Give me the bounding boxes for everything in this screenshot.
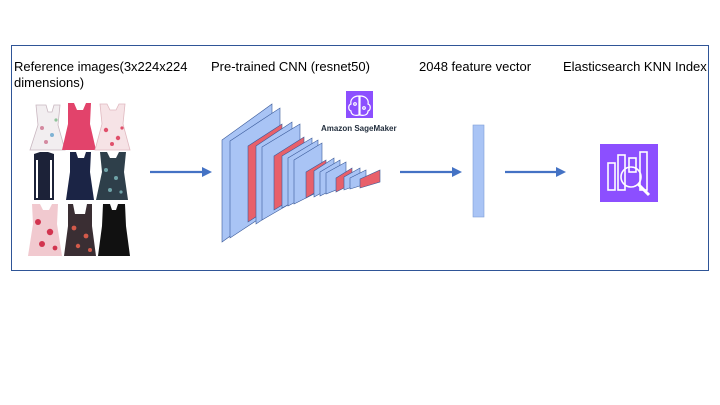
reference-images-label: Reference images(3x224x224 dimensions) bbox=[14, 59, 188, 90]
arrow-images-to-cnn bbox=[150, 167, 212, 177]
feature-vector-bar bbox=[472, 124, 485, 218]
flow-arrows bbox=[150, 167, 566, 177]
dress-teal-print-icon bbox=[96, 152, 128, 200]
pipeline-frame bbox=[11, 45, 709, 271]
dress-pink-icon bbox=[62, 103, 96, 150]
dress-dark-floral-icon bbox=[64, 204, 96, 256]
dress-floral-white-icon bbox=[29, 104, 66, 151]
elasticsearch-label: Elasticsearch KNN Index bbox=[563, 59, 707, 74]
dress-navy-icon bbox=[66, 152, 94, 200]
sagemaker-label: Amazon SageMaker bbox=[321, 124, 397, 133]
feature-vector-label: 2048 feature vector bbox=[419, 59, 532, 74]
dress-navy-stripe-icon bbox=[34, 152, 54, 200]
arrow-vector-to-index bbox=[505, 167, 566, 177]
dress-floral-pink-icon bbox=[94, 103, 131, 151]
cnn-layer-red bbox=[359, 169, 381, 189]
cnn-layer-stack bbox=[221, 103, 381, 243]
cnn-label: Pre-trained CNN (resnet50) bbox=[211, 59, 370, 74]
dress-black-icon bbox=[98, 204, 130, 256]
reference-images-grid bbox=[28, 103, 131, 256]
sagemaker-brain-icon bbox=[346, 91, 373, 118]
arrow-cnn-to-vector bbox=[400, 167, 462, 177]
magnifier-bar-icon bbox=[600, 144, 658, 202]
dress-red-floral-icon bbox=[28, 204, 62, 256]
